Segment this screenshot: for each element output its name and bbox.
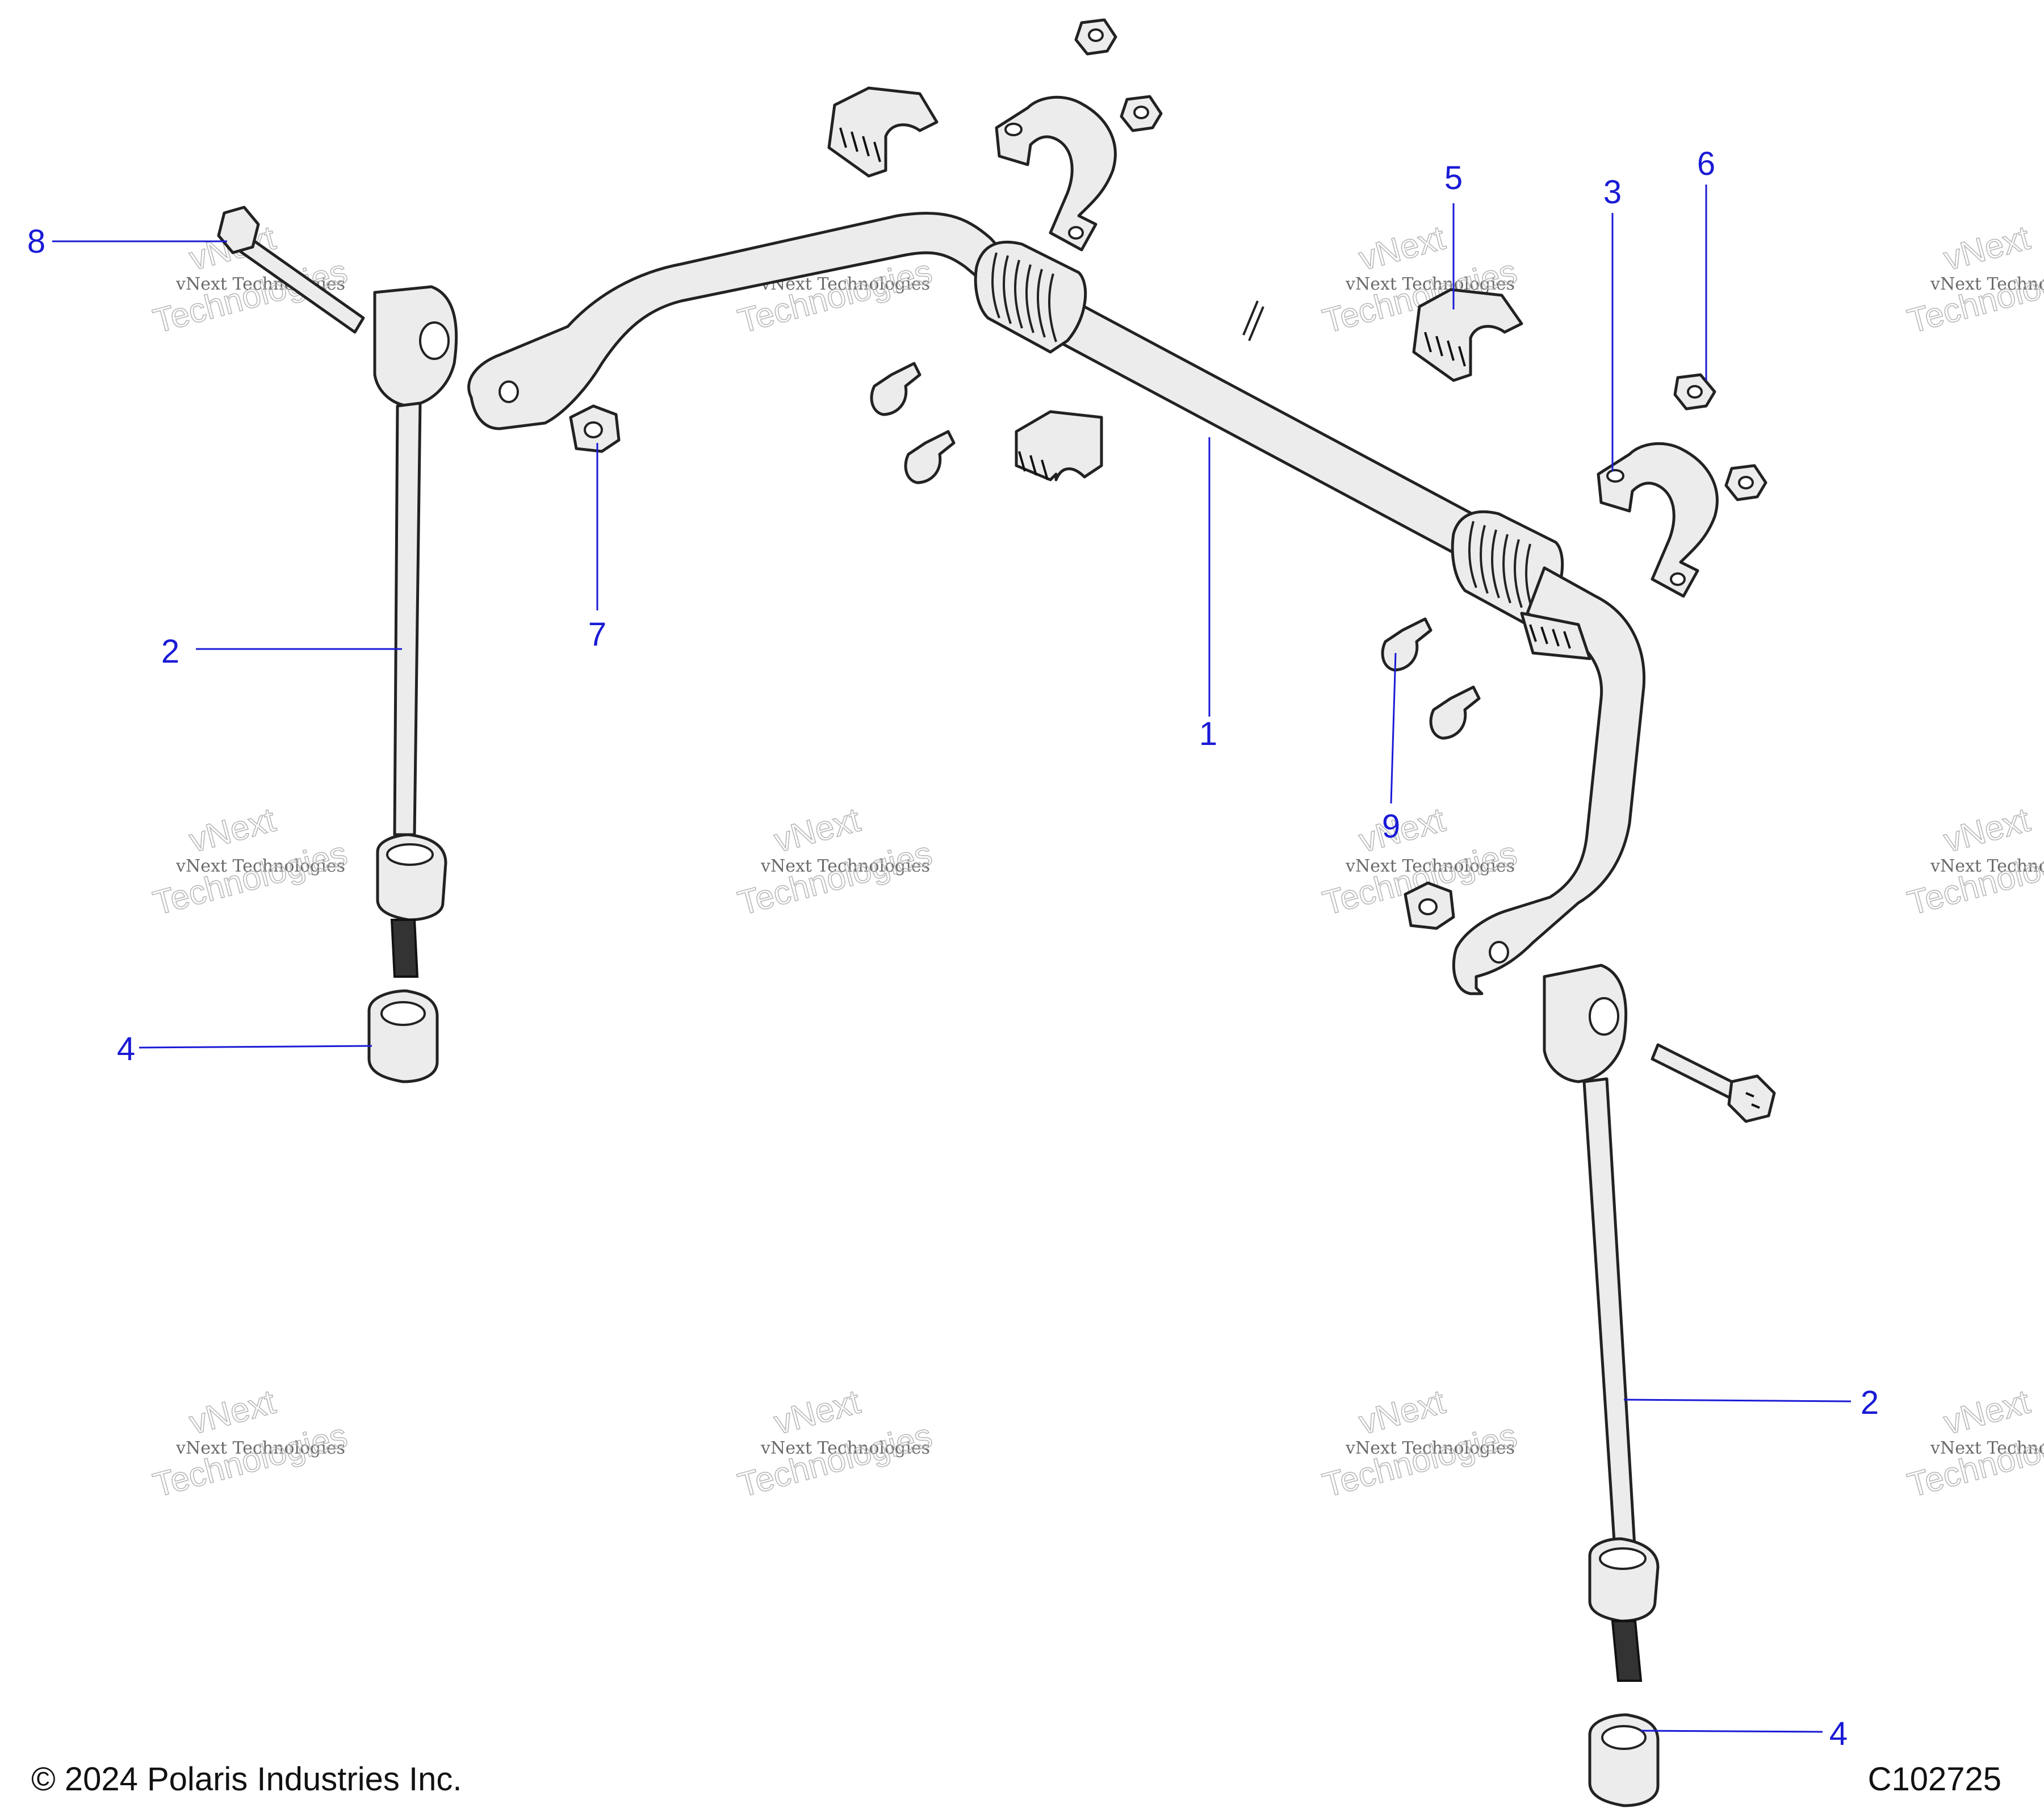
- callout-4-left: 4: [117, 1031, 135, 1067]
- watermark-line-2: vNext Technologies: [1345, 1438, 1515, 1458]
- callout-6: 6: [1697, 145, 1715, 182]
- watermark-line-2: vNext Technologies: [175, 1438, 345, 1458]
- bushing-upper-left: [827, 86, 939, 178]
- carriage-bolt-1: [870, 362, 922, 416]
- watermark-line-2: vNext Technologies: [1345, 274, 1515, 294]
- link-right: [1543, 964, 1660, 1682]
- watermark-line-1: vNext: [1940, 219, 2034, 278]
- leader-9: [1390, 652, 1397, 804]
- callout-1: 1: [1199, 715, 1217, 752]
- watermark-line-1: vNext: [770, 801, 864, 860]
- watermark-line-2: vNext Technologies: [1345, 856, 1515, 876]
- watermark-line-1: vNext: [1355, 801, 1449, 860]
- watermark-line-2: vNext Technologies: [1930, 856, 2044, 876]
- cap-left: [367, 989, 439, 1083]
- bushing-upper-right: [1412, 288, 1523, 382]
- callout-5: 5: [1444, 160, 1463, 196]
- figure-id: C102725: [1867, 1761, 2001, 1798]
- nut-right-2: [1724, 464, 1767, 501]
- carriage-bolt-4: [1429, 685, 1481, 740]
- watermark-line-1: vNext: [185, 801, 279, 860]
- callout-3: 3: [1603, 174, 1622, 211]
- watermark-line-3: Technologies: [149, 1416, 351, 1504]
- watermark-line-2: vNext Technologies: [760, 856, 930, 876]
- leader-2-right: [1623, 1399, 1852, 1402]
- callout-2-left: 2: [161, 633, 179, 670]
- watermark-line-3: Technologies: [1319, 1416, 1521, 1504]
- cap-right: [1588, 1713, 1660, 1807]
- watermark-line-1: vNext: [185, 1383, 279, 1442]
- carriage-bolt-3: [1381, 617, 1433, 672]
- callout-9: 9: [1382, 808, 1400, 845]
- stabilizer-bar: [467, 212, 1646, 995]
- link-left: [373, 285, 458, 978]
- watermark-line-1: vNext: [1355, 1383, 1449, 1442]
- watermark-line-2: vNext Technologies: [175, 856, 345, 876]
- watermark-line-3: Technologies: [734, 834, 936, 922]
- clamp-right: [1597, 442, 1719, 598]
- bar-bushing-left: [974, 240, 1087, 354]
- bolt-left: [217, 206, 365, 334]
- nut-top-1: [1074, 18, 1117, 56]
- leader-lines: [52, 185, 1852, 1733]
- watermark-line-1: vNext: [1355, 219, 1449, 278]
- callout-labels: 1 2 2 3 4 4 5 6 7 8 9: [27, 145, 1879, 1752]
- clamp-upper: [995, 95, 1117, 252]
- leader-4-left: [139, 1045, 372, 1049]
- leader-4-right: [1640, 1730, 1823, 1733]
- copyright-notice: © 2024 Polaris Industries Inc.: [31, 1761, 462, 1798]
- watermark-line-2: vNext Technologies: [760, 1438, 930, 1458]
- callout-2-right: 2: [1861, 1384, 1879, 1421]
- carriage-bolt-2: [904, 430, 956, 484]
- watermark-line-1: vNext: [1940, 1383, 2034, 1442]
- nut-top-2: [1120, 95, 1163, 132]
- callout-4-right: 4: [1829, 1715, 1848, 1752]
- watermark-line-3: Technologies: [149, 834, 351, 922]
- watermark-line-1: vNext: [1940, 801, 2034, 860]
- bolt-right: [1651, 1043, 1776, 1123]
- callout-7: 7: [588, 616, 606, 653]
- watermark-line-2: vNext Technologies: [1930, 1438, 2044, 1458]
- nut-right-6: [1673, 373, 1716, 411]
- watermark-line-3: Technologies: [734, 1416, 936, 1504]
- bushing-middle: [1015, 410, 1103, 482]
- nut-lower-right: [1404, 881, 1455, 930]
- watermark-line-2: vNext Technologies: [1930, 274, 2044, 294]
- nut-left: [569, 404, 621, 453]
- callout-8: 8: [27, 223, 45, 260]
- watermark-line-1: vNext: [770, 1383, 864, 1442]
